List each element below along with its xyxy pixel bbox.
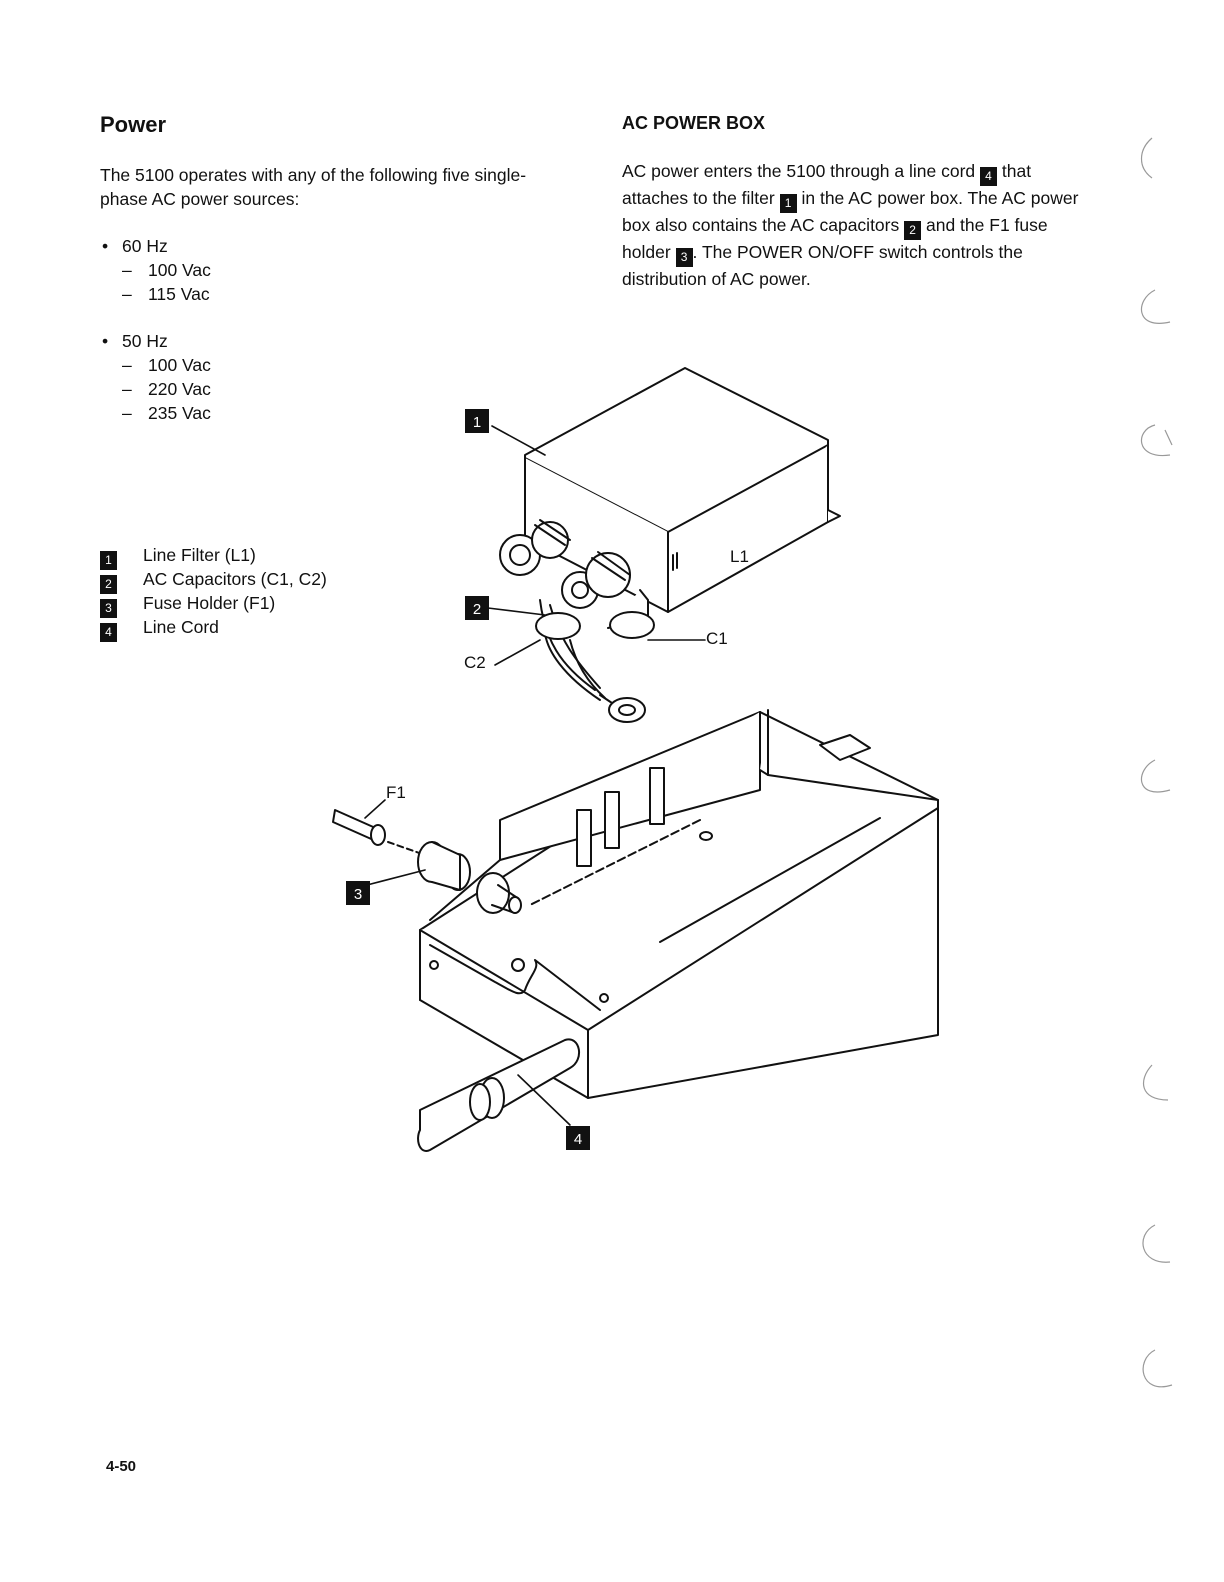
source-60hz: 60 Hz –100 Vac –115 Vac (100, 234, 400, 306)
binder-hole-marks (1140, 137, 1173, 1388)
voltage-item: –100 Vac (122, 260, 211, 280)
callout-marker: 3 (675, 248, 693, 267)
line-filter-drawing (524, 367, 841, 629)
intro-paragraph: The 5100 operates with any of the follow… (100, 165, 527, 209)
fuse-drawing (332, 809, 522, 914)
callout-marker: 4 (980, 167, 998, 186)
page-number: 4-50 (106, 1458, 137, 1475)
voltage-item: –100 Vac (122, 355, 211, 375)
voltage-item: –115 Vac (122, 284, 210, 304)
callout-marker: 2 (465, 596, 489, 620)
line-cord-drawing (417, 1038, 580, 1152)
label-c1: C1 (706, 629, 728, 648)
callout-marker: 2 (100, 575, 117, 594)
source-50hz: 50 Hz –100 Vac –220 Vac –235 Vac (100, 329, 400, 425)
ac-power-box-paragraph: AC power enters the 5100 through a line … (622, 161, 1079, 289)
label-f1: F1 (386, 783, 406, 802)
callout-marker: 3 (100, 599, 117, 618)
svg-text:3: 3 (354, 886, 362, 903)
callout-marker: 1 (465, 409, 489, 433)
callout-marker: 2 (904, 221, 922, 240)
source-frequency: 50 Hz (100, 329, 400, 353)
callout-marker: 4 (566, 1126, 590, 1150)
label-l1: L1 (730, 547, 749, 566)
voltage-item: –220 Vac (122, 379, 211, 399)
svg-text:2: 2 (473, 601, 481, 618)
svg-text:1: 1 (473, 414, 481, 431)
figure-callouts: 1 2 3 4 (346, 409, 590, 1150)
voltage-item: –235 Vac (122, 403, 211, 423)
callout-marker: 4 (100, 623, 117, 642)
tray-drawing (419, 709, 939, 1099)
source-frequency: 60 Hz (100, 234, 400, 258)
page-title: Power (100, 112, 167, 137)
callout-marker: 1 (779, 194, 797, 213)
svg-text:4: 4 (574, 1131, 582, 1148)
callout-marker: 1 (100, 551, 117, 570)
callout-marker: 3 (346, 881, 370, 905)
leader-lines (364, 425, 706, 1126)
capacitor-drawing (499, 519, 655, 723)
label-c2: C2 (464, 653, 486, 672)
power-sources-list: 60 Hz –100 Vac –115 Vac 50 Hz –100 Vac –… (100, 234, 400, 425)
section-heading: AC POWER BOX (622, 113, 766, 133)
